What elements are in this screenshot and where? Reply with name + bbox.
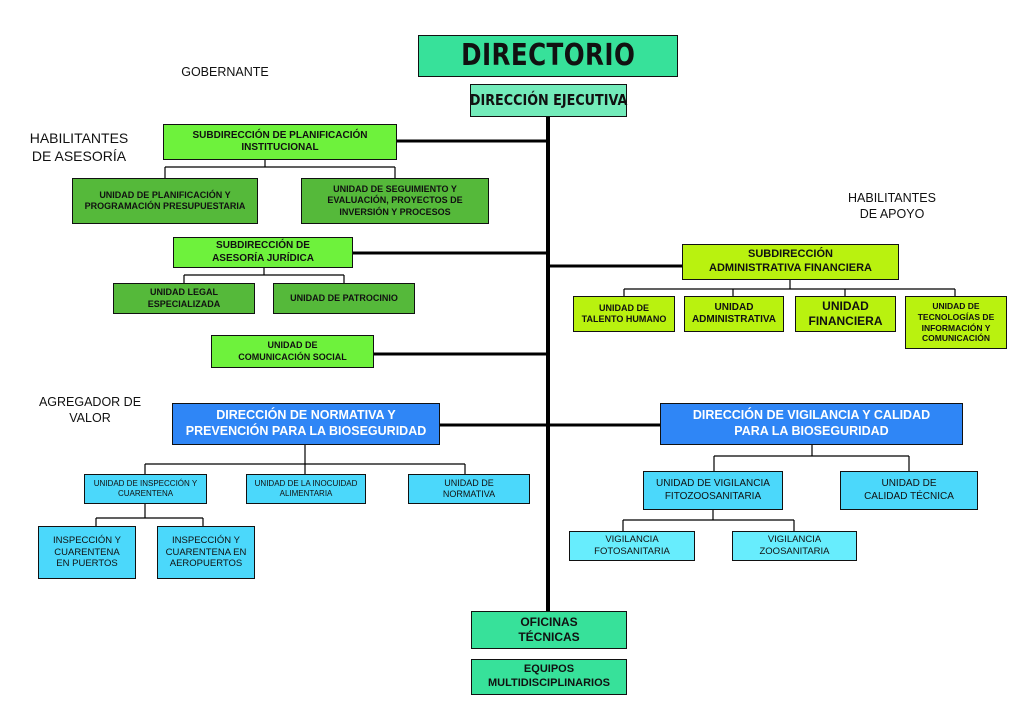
node-subdireccion-planificacion: SUBDIRECCIÓN DE PLANIFICACIÓN INSTITUCIO… [163, 124, 397, 160]
node-equipos-multidisciplinarios: EQUIPOS MULTIDISCIPLINARIOS [471, 659, 627, 695]
node-unidad-legal: UNIDAD LEGAL ESPECIALIZADA [113, 283, 255, 314]
node-unidad-planificacion: UNIDAD DE PLANIFICACIÓN Y PROGRAMACIÓN P… [72, 178, 258, 224]
node-inspeccion-puertos: INSPECCIÓN Y CUARENTENA EN PUERTOS [38, 526, 136, 579]
node-directorio-label: DIRECTORIO [460, 38, 636, 74]
node-unidad-administrativa: UNIDAD ADMINISTRATIVA [684, 296, 784, 332]
node-subdireccion-administrativa: SUBDIRECCIÓN ADMINISTRATIVA FINANCIERA [682, 244, 899, 280]
node-direccion-vigilancia: DIRECCIÓN DE VIGILANCIA Y CALIDAD PARA L… [660, 403, 963, 445]
node-direccion-normativa: DIRECCIÓN DE NORMATIVA Y PREVENCIÓN PARA… [172, 403, 440, 445]
node-vigilancia-fotosanitaria: VIGILANCIA FOTOSANITARIA [569, 531, 695, 561]
node-unidad-normativa: UNIDAD DE NORMATIVA [408, 474, 530, 504]
node-unidad-financiera: UNIDAD FINANCIERA [795, 296, 896, 332]
node-direccion-ejecutiva-label: DIRECCIÓN EJECUTIVA [469, 91, 628, 110]
node-unidad-comunicacion: UNIDAD DE COMUNICACIÓN SOCIAL [211, 335, 374, 368]
label-habilitantes-apoyo: HABILITANTES DE APOYO [848, 191, 936, 222]
label-habilitantes-asesoria: HABILITANTES DE ASESORÍA [29, 130, 129, 165]
node-unidad-tecnologias: UNIDAD DE TECNOLOGÍAS DE INFORMACIÓN Y C… [905, 296, 1007, 349]
node-unidad-inspeccion: UNIDAD DE INSPECCIÓN Y CUARENTENA [84, 474, 207, 504]
node-subdireccion-juridica: SUBDIRECCIÓN DE ASESORÍA JURÍDICA [173, 237, 353, 268]
label-gobernante: GOBERNANTE [181, 65, 269, 79]
node-unidad-inocuidad: UNIDAD DE LA INOCUIDAD ALIMENTARIA [246, 474, 366, 504]
node-unidad-talento: UNIDAD DE TALENTO HUMANO [573, 296, 675, 332]
node-unidad-calidad-tecnica: UNIDAD DE CALIDAD TÉCNICA [840, 471, 978, 510]
node-oficinas-tecnicas: OFICINAS TÉCNICAS [471, 611, 627, 649]
node-directorio: DIRECTORIO [418, 35, 678, 77]
node-unidad-patrocinio: UNIDAD DE PATROCINIO [273, 283, 415, 314]
node-inspeccion-aeropuertos: INSPECCIÓN Y CUARENTENA EN AEROPUERTOS [157, 526, 255, 579]
label-agregador-valor: AGREGADOR DE VALOR [38, 395, 142, 426]
node-vigilancia-zoosanitaria: VIGILANCIA ZOOSANITARIA [732, 531, 857, 561]
node-unidad-seguimiento: UNIDAD DE SEGUIMIENTO Y EVALUACIÓN, PROY… [301, 178, 489, 224]
node-direccion-ejecutiva: DIRECCIÓN EJECUTIVA [470, 84, 627, 117]
node-unidad-vigilancia-fitozoosanitaria: UNIDAD DE VIGILANCIA FITOZOOSANITARIA [643, 471, 783, 510]
